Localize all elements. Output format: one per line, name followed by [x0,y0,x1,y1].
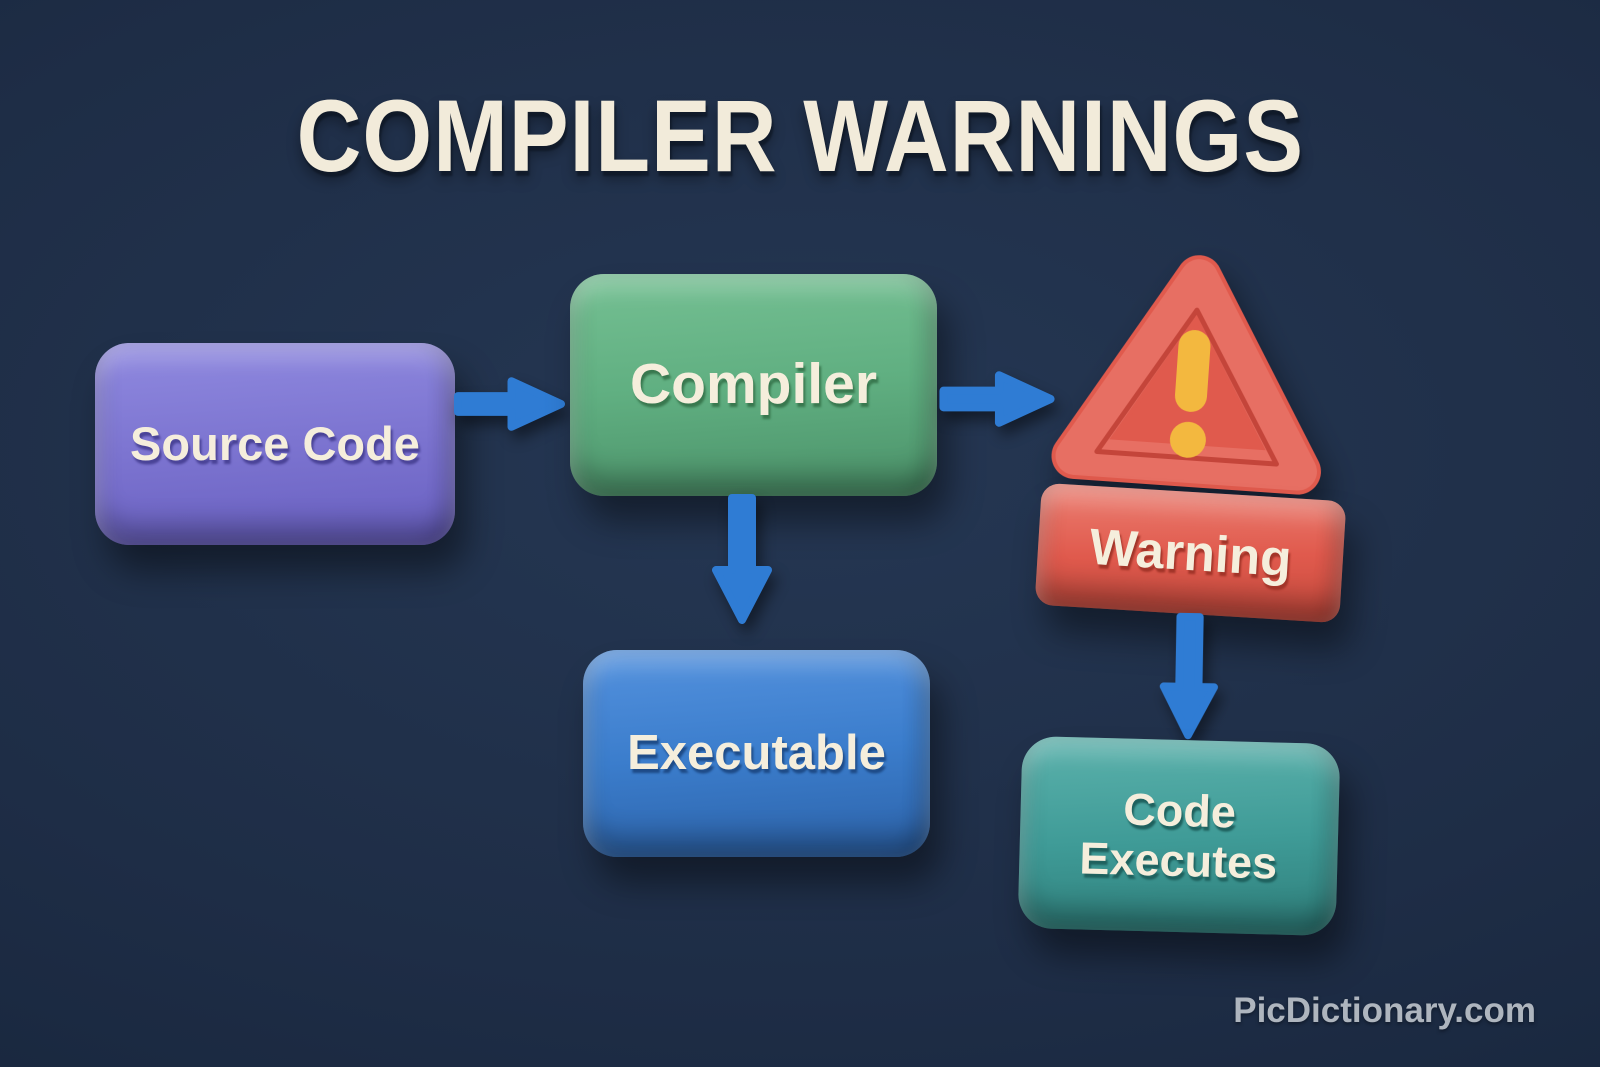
arrow-right-shape [453,377,566,431]
page-title: COMPILER WARNINGS [0,78,1600,195]
node-warning-label: Warning [1087,518,1294,588]
node-compiler-label: Compiler [629,352,878,417]
page-title-text: COMPILER WARNINGS [296,79,1304,193]
arrow-right-shape [939,371,1055,427]
arrow-down-icon [712,494,772,624]
node-compiler: Compiler [570,274,937,496]
arrow-right-icon [453,377,566,431]
arrow-down-icon [1159,612,1218,740]
arrow-right-icon [939,371,1055,427]
node-executable-label: Executable [627,726,886,781]
node-code-executes-line1: Code [1122,783,1237,838]
node-warning: Warning [1034,482,1347,624]
node-code-executes-label: Code Executes [1079,783,1279,889]
exclamation-bar-icon [1174,330,1211,412]
arrow-down-shape [1159,612,1218,740]
node-source-code: Source Code [95,343,455,545]
node-source-code-label: Source Code [130,416,420,470]
warning-triangle-icon [1051,255,1321,495]
warning-triangle-bevel [1055,259,1317,491]
arrow-down-shape [712,494,772,624]
node-code-executes-line2: Executes [1078,832,1278,889]
node-code-executes: Code Executes [1017,735,1341,937]
node-executable: Executable [583,650,930,857]
watermark: PicDictionary.com [1233,991,1536,1030]
exclamation-dot-icon [1169,421,1206,458]
